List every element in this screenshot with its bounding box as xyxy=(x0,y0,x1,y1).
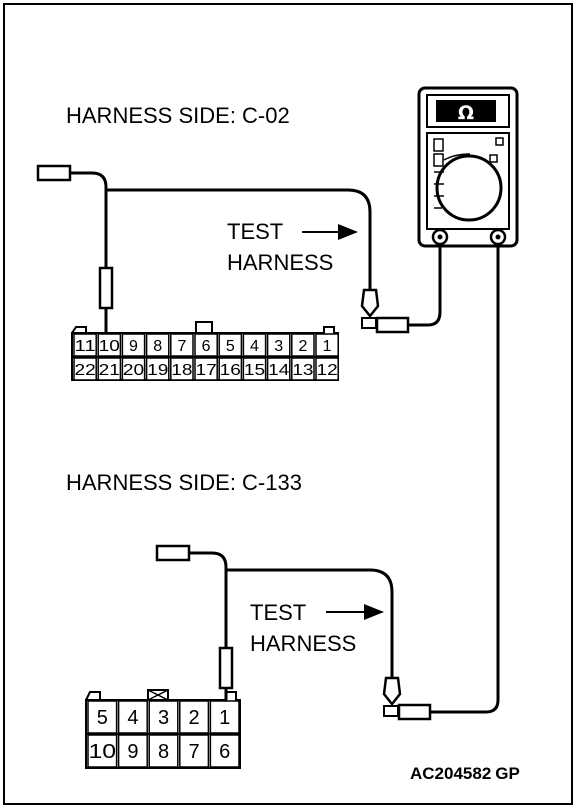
c133-pin-cell xyxy=(148,700,179,734)
c02-pin-cell xyxy=(170,357,194,381)
c02-pin-11: 11 xyxy=(75,338,96,355)
c133-pin-cell xyxy=(87,734,118,768)
c02-pin-cell xyxy=(145,357,170,381)
c02-pin-6: 6 xyxy=(202,338,211,355)
c02-pin-21: 21 xyxy=(99,362,120,379)
c133-pin-cell xyxy=(209,700,240,734)
c133-pin-4: 4 xyxy=(127,707,138,729)
c02-pin-13: 13 xyxy=(292,362,313,379)
c02-pin-7: 7 xyxy=(177,338,186,355)
page-border xyxy=(3,3,573,805)
c133-pin-7: 7 xyxy=(189,741,200,763)
c133-pin-cell xyxy=(179,734,210,768)
c133-pin-cell xyxy=(117,700,148,734)
c02-pin-19: 19 xyxy=(147,362,168,379)
c02-pin-17: 17 xyxy=(196,362,217,379)
c02-pin-cell xyxy=(121,357,146,381)
c02-pin-cell xyxy=(73,357,97,381)
c02-pin-14: 14 xyxy=(268,362,289,379)
connector-c02-latch xyxy=(195,321,213,334)
c02-pin-cell xyxy=(218,357,243,381)
c02-pin-20: 20 xyxy=(123,362,144,379)
meter-lead-right xyxy=(430,244,500,714)
test-harness-upper xyxy=(36,164,410,334)
c02-pin-cell xyxy=(194,357,218,381)
c02-pin-cell xyxy=(97,357,122,381)
c02-pin-cell xyxy=(291,333,315,357)
c02-pin-cell xyxy=(315,333,339,357)
c02-pin-cell xyxy=(242,357,267,381)
test-label-lower: TEST xyxy=(250,600,307,625)
c133-pin-cell xyxy=(117,734,148,768)
c133-pin-1: 1 xyxy=(219,707,230,729)
c02-pin-cell xyxy=(266,357,291,381)
c02-pin-cell xyxy=(145,333,170,357)
c133-pin-9: 9 xyxy=(127,741,138,763)
c02-pin-2: 2 xyxy=(298,338,307,355)
harness-label-upper: HARNESS xyxy=(227,250,334,275)
c02-harness-title: HARNESS SIDE: C-02 xyxy=(66,103,290,128)
c02-pin-cell xyxy=(291,357,315,381)
c133-pin-2: 2 xyxy=(189,707,200,729)
ohmmeter: Ω xyxy=(417,86,519,248)
c02-pin-cell xyxy=(242,333,267,357)
c133-pin-3: 3 xyxy=(158,707,169,729)
test-label-upper: TEST xyxy=(227,219,284,244)
c02-pin-cell xyxy=(315,357,339,381)
meter-lead-left xyxy=(408,244,442,327)
c02-pin-5: 5 xyxy=(226,338,235,355)
c02-pin-9: 9 xyxy=(129,338,138,355)
c133-pin-cell xyxy=(179,700,210,734)
c02-pin-16: 16 xyxy=(220,362,241,379)
test-harness-lower xyxy=(155,544,432,721)
figure-code-number: AC204582 xyxy=(410,764,492,783)
c02-pin-cell xyxy=(97,333,122,357)
c133-pin-cell xyxy=(87,700,118,734)
c133-pin-10: 10 xyxy=(89,741,117,763)
selector-dial xyxy=(435,154,503,222)
c133-pin-8: 8 xyxy=(158,741,169,763)
c02-pin-12: 12 xyxy=(317,362,338,379)
c02-pin-cell xyxy=(170,333,194,357)
c02-pin-22: 22 xyxy=(75,362,96,379)
c133-pin-cell xyxy=(148,734,179,768)
c02-pin-cell xyxy=(194,333,218,357)
c02-pin-3: 3 xyxy=(274,338,283,355)
harness-label-lower: HARNESS xyxy=(250,631,357,656)
c133-pin-6: 6 xyxy=(219,741,230,763)
c133-pin-cell xyxy=(209,734,240,768)
c02-pin-cell xyxy=(73,333,97,357)
c133-pin-5: 5 xyxy=(97,707,108,729)
c02-pin-cell xyxy=(121,333,146,357)
c02-pin-8: 8 xyxy=(153,338,162,355)
c02-pin-cell xyxy=(266,333,291,357)
c02-pin-cell xyxy=(218,333,243,357)
c02-pin-18: 18 xyxy=(171,362,192,379)
c133-harness-title: HARNESS SIDE: C-133 xyxy=(66,470,302,495)
ohm-symbol: Ω xyxy=(458,102,474,124)
c02-pin-15: 15 xyxy=(244,362,265,379)
c02-pin-10: 10 xyxy=(99,338,120,355)
c02-pin-1: 1 xyxy=(323,338,332,355)
c02-pin-4: 4 xyxy=(250,338,259,355)
figure-code-suffix: GP xyxy=(495,764,520,783)
